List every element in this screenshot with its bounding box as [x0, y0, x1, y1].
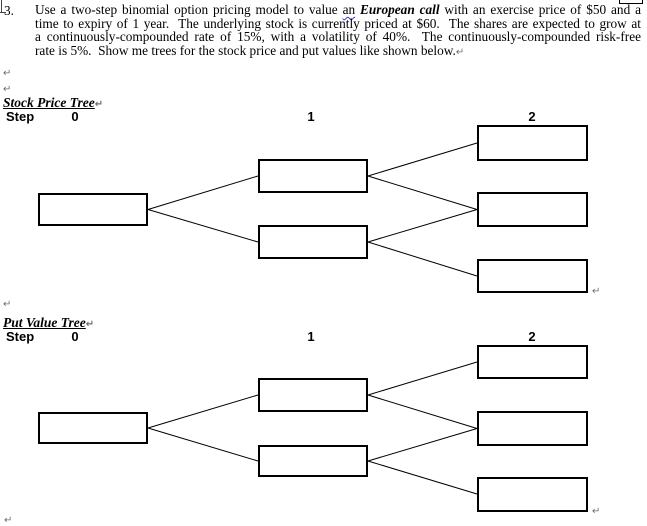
question-text: a continuously-compounded rate of 15%, w…: [35, 29, 641, 45]
step-1-label: 1: [307, 109, 315, 124]
stock-tree-node-step2-up[interactable]: [477, 125, 588, 161]
paragraph-mark: ↵: [592, 506, 601, 517]
paragraph-mark: ↵: [3, 84, 12, 95]
put-tree-node-step1-down[interactable]: [258, 445, 368, 477]
paragraph-mark: ↵: [3, 299, 12, 310]
paragraph-mark: ↵: [94, 99, 104, 110]
question-text: rate is 5%. Show me trees for the stock …: [35, 43, 456, 59]
step-2-label: 2: [528, 329, 536, 344]
clipped-object-fragment: [0, 12, 6, 13]
connector-line: [147, 394, 259, 429]
connector-line: [367, 142, 478, 177]
step-label: Step: [6, 329, 35, 344]
put-tree-title-text: Put Value Tree: [3, 315, 86, 330]
question-text: with an exercise price of $50 and a: [439, 2, 641, 17]
stock-tree-title-text: Stock Price Tree: [3, 95, 95, 110]
stock-tree-node-step2-down[interactable]: [477, 259, 588, 293]
paragraph-mark-clipped: ↵: [4, 515, 13, 526]
clipped-object-fragment: [619, 0, 643, 4]
connector-line: [367, 460, 478, 495]
paragraph-mark: ↵: [85, 319, 95, 330]
question-text: time to expiry of 1 year. The underlying…: [35, 15, 641, 31]
paragraph-mark: ↵: [455, 47, 465, 59]
connector-line: [367, 175, 478, 210]
put-tree-node-step0[interactable]: [38, 412, 148, 444]
connector-line: [367, 394, 478, 429]
stock-tree-node-step2-mid[interactable]: [477, 192, 588, 227]
question-number: 3.: [4, 3, 14, 18]
stock-tree-title: Stock Price Tree↵: [3, 95, 103, 111]
emphasized-term: European call: [360, 2, 440, 17]
paragraph-mark: ↵: [592, 286, 601, 297]
question-line: a continuously-compounded rate of 15%, w…: [35, 30, 641, 44]
put-tree-node-step2-mid[interactable]: [477, 411, 588, 446]
put-tree-title: Put Value Tree↵: [3, 315, 94, 331]
grammar-flagged-word: an: [342, 2, 356, 17]
connector-line: [367, 241, 478, 277]
paragraph-mark: ↵: [3, 68, 12, 79]
question-paragraph: Use a two-step binomial option pricing m…: [35, 3, 641, 60]
put-tree-node-step2-up[interactable]: [477, 345, 588, 379]
connector-line: [367, 428, 478, 462]
connector-line: [147, 427, 259, 462]
stock-tree-node-step1-down[interactable]: [258, 225, 368, 259]
put-tree-node-step1-up[interactable]: [258, 378, 368, 412]
stock-tree-node-step0[interactable]: [38, 193, 148, 226]
connector-line: [147, 209, 259, 243]
put-tree-node-step2-down[interactable]: [477, 477, 588, 512]
question-line: time to expiry of 1 year. The underlying…: [35, 15, 641, 31]
clipped-object-fragment: [1, 0, 2, 12]
connector-line: [367, 361, 478, 396]
step-1-label: 1: [307, 329, 315, 344]
step-0-label: 0: [71, 109, 79, 124]
question-text: Use a two-step binomial option pricing m…: [35, 2, 343, 17]
question-line: rate is 5%. Show me trees for the stock …: [35, 44, 641, 60]
connector-line: [147, 175, 259, 210]
step-label: Step: [6, 109, 35, 124]
question-line: Use a two-step binomial option pricing m…: [35, 3, 641, 17]
connector-line: [367, 209, 478, 243]
step-2-label: 2: [528, 109, 536, 124]
stock-tree-node-step1-up[interactable]: [258, 159, 368, 193]
step-0-label: 0: [71, 329, 79, 344]
